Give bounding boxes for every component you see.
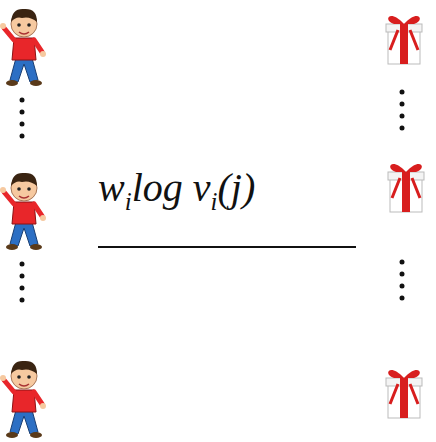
subscript: i xyxy=(211,188,218,215)
formula-text: (j) xyxy=(217,165,255,210)
formula-text: w xyxy=(98,165,125,210)
subscript: i xyxy=(125,188,132,215)
formula-text: log v xyxy=(132,165,211,210)
edge-weight-formula: wilog vi(j) xyxy=(98,168,255,208)
